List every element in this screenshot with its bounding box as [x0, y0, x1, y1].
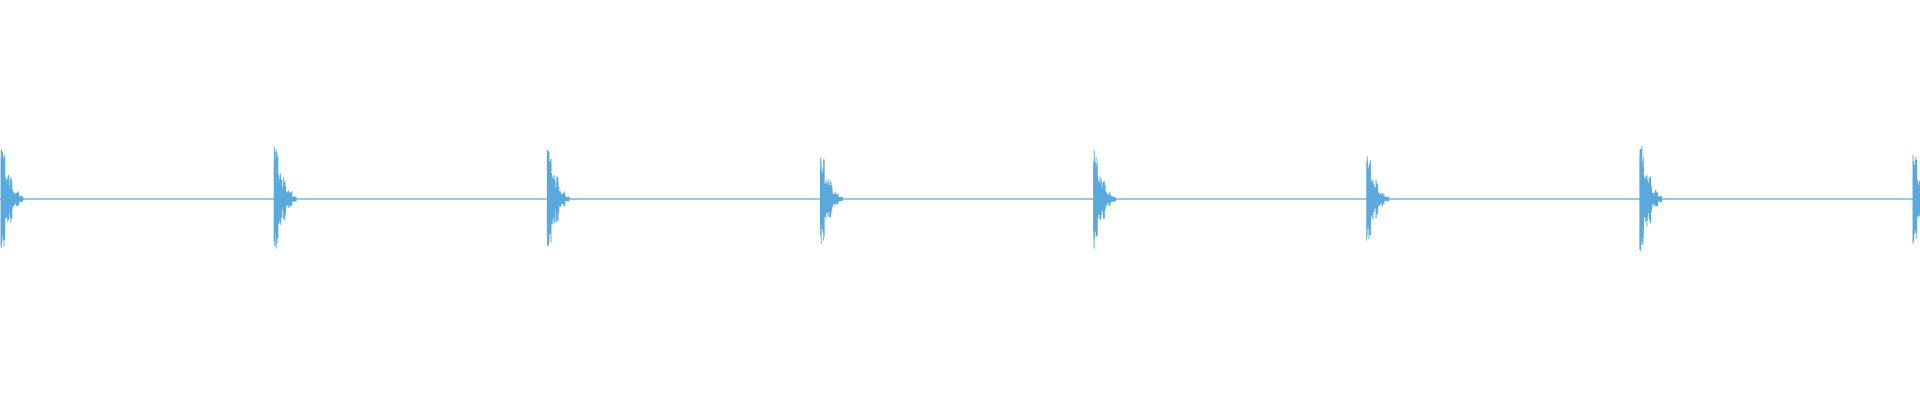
- waveform-burst-1: [0, 149, 24, 249]
- waveform-burst-5: [1093, 150, 1117, 249]
- waveform-burst-4: [819, 157, 843, 244]
- waveform-burst-3: [546, 149, 570, 247]
- waveform-burst-2: [273, 146, 297, 249]
- waveform-burst-6: [1366, 156, 1390, 241]
- waveform-bursts: [0, 146, 1920, 252]
- waveform-burst-7: [1639, 146, 1663, 252]
- waveform-burst-8: [1912, 155, 1920, 244]
